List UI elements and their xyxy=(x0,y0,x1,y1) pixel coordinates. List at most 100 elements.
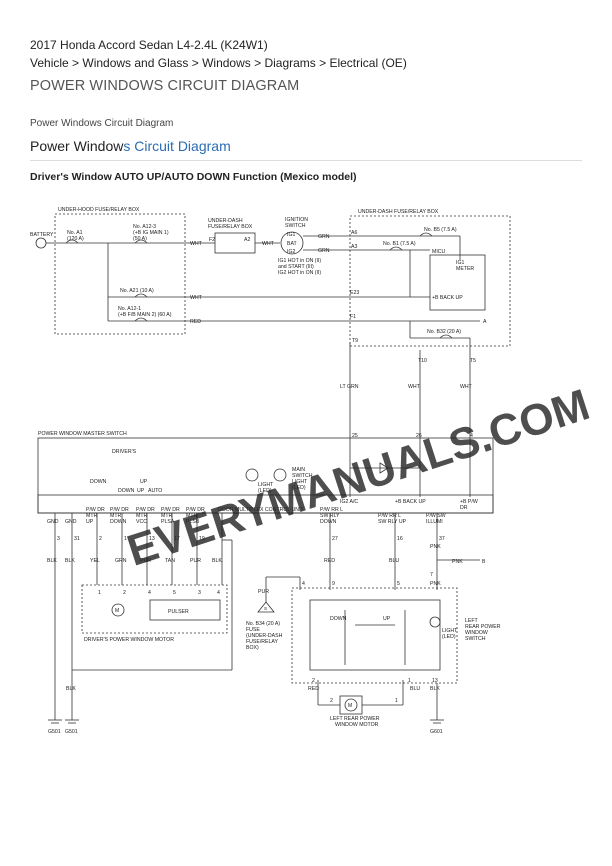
label-pur-1: PUR xyxy=(140,558,151,564)
watermark: EVERYMANUALS.COM xyxy=(121,380,595,576)
diagram-labels: BATTERY UNDER-HOOD FUSE/RELAY BOX No. A1… xyxy=(30,207,501,735)
label-dmcu: DOOR MULTIPLEX CONTROL UNIT xyxy=(218,507,304,513)
label-ig-note2: and START (III) xyxy=(278,264,314,270)
label-f2: F2 xyxy=(209,237,215,243)
label-b-pw-dr-b: DR xyxy=(460,505,468,511)
label-fuse-b34-a: No. B34 (20 A) xyxy=(246,621,280,627)
label-pin4-d: 4 xyxy=(302,581,305,587)
label-light-a: LIGHT xyxy=(258,482,274,488)
label-illumi-b: ILLUMI xyxy=(426,519,443,525)
label-drivers: DRIVER'S xyxy=(112,449,137,455)
label-wht-5: WHT xyxy=(460,384,473,390)
label-pin13-b: 13 xyxy=(432,678,438,684)
label-fuse-a12-3a: No. A12-3 xyxy=(133,224,156,230)
label-pin26: 26 xyxy=(416,433,422,439)
light-led-symbol xyxy=(245,468,259,482)
label-pw-up-a: P/W DR xyxy=(86,507,105,513)
label-pin25: 25 xyxy=(352,433,358,439)
circuit-diagram: BATTERY UNDER-HOOD FUSE/RELAY BOX No. A1… xyxy=(30,207,595,735)
label-lr-motor-b: WINDOW MOTOR xyxy=(335,722,379,728)
label-wht-4: WHT xyxy=(408,384,421,390)
breadcrumb[interactable]: Vehicle > Windows and Glass > Windows > … xyxy=(30,56,407,70)
label-pin7: 7 xyxy=(430,572,433,578)
label-pw-vcc-a: P/W DR xyxy=(136,507,155,513)
label-wht-1: WHT xyxy=(190,241,203,247)
label-drv-motor: DRIVER'S POWER WINDOW MOTOR xyxy=(84,637,174,643)
label-light-b: (LED) xyxy=(258,488,272,494)
label-pin19: 19 xyxy=(199,536,205,542)
label-grn-3: GRN xyxy=(115,558,127,564)
label-underdash-b: FUSE/RELAY BOX xyxy=(208,224,253,230)
label-fuse-b34-c: (UNDER-DASH xyxy=(246,633,283,639)
label-fuse-a12-3b: (+B IG MAIN 1) xyxy=(133,230,169,236)
ignition-switch-symbol xyxy=(280,231,304,255)
label-pulser: PULSER xyxy=(168,609,189,615)
label-underdash-box2: UNDER-DASH FUSE/RELAY BOX xyxy=(358,209,439,215)
label-fuse-a12-1a: No. A12-1 xyxy=(118,306,141,312)
underdash-box-large xyxy=(349,215,511,347)
label-pur-2: PUR xyxy=(190,558,201,564)
label-t5: T5 xyxy=(470,358,476,364)
label-b: B xyxy=(482,559,486,565)
label-pnk-1: PNK xyxy=(430,544,441,550)
label-pw-vcc-b: MTR xyxy=(136,513,147,519)
left-rear-switch-inner xyxy=(309,599,441,671)
label-pw-vcc-c: VCC xyxy=(136,519,147,525)
label-illumi-a: P/W SW xyxy=(426,513,446,519)
label-up-1: UP xyxy=(140,479,148,485)
label-fuse-b34-d: FUSE/RELAY xyxy=(246,639,278,645)
label-rr-up-b: SW RLY UP xyxy=(378,519,407,525)
label-yel: YEL xyxy=(90,558,100,564)
label-pw-down-a: P/W DR xyxy=(110,507,129,513)
label-pin1-b: 1 xyxy=(98,590,101,596)
lr-motor-box xyxy=(339,695,363,715)
label-pw-up-b: MTR xyxy=(86,513,97,519)
label-ig-note3: IG2 HOT in ON (II) xyxy=(278,270,321,276)
label-fuse-b34-e: BOX) xyxy=(246,645,259,651)
label-fuse-b1: No. B1 (7.5 A) xyxy=(383,241,416,247)
label-pnk-2: PNK xyxy=(452,559,463,565)
label-pin13: 13 xyxy=(149,536,155,542)
drivers-motor-box xyxy=(81,584,228,634)
label-lr-motor-a: LEFT REAR POWER xyxy=(330,716,380,722)
label-blu-1: BLU xyxy=(389,558,399,564)
label-pin2-d: 2 xyxy=(330,698,333,704)
label-pw-plsa-a: P/W DR xyxy=(161,507,180,513)
master-switch-connector-row xyxy=(37,494,494,514)
label-blk-4: BLK xyxy=(430,686,440,692)
label-pin2-a: 2 xyxy=(99,536,102,542)
document-title: 2017 Honda Accord Sedan L4-2.4L (K24W1) xyxy=(30,38,268,52)
label-ig1: IG1 xyxy=(287,232,295,238)
label-pin5-b: 5 xyxy=(173,590,176,596)
label-pin4-c: 4 xyxy=(217,590,220,596)
label-m-1: M xyxy=(115,608,119,614)
label-down-1: DOWN xyxy=(90,479,107,485)
label-e23: E23 xyxy=(350,290,359,296)
label-pin4-b: 4 xyxy=(148,590,151,596)
label-blk-5: BLK xyxy=(66,686,76,692)
label-pin16: 16 xyxy=(397,536,403,542)
label-b-back-up: +B BACK UP xyxy=(432,295,463,301)
label-ig2-ac: IG2 A/C xyxy=(340,499,358,505)
underhood-box-outline xyxy=(54,213,186,335)
label-pin1-c: 1 xyxy=(408,678,411,684)
label-main-sw-b: SWITCH xyxy=(292,473,313,479)
label-s: S xyxy=(264,606,267,611)
label-fuse-a12-3c: (50 A) xyxy=(133,236,147,242)
label-pin27: 27 xyxy=(332,536,338,542)
label-red-1: RED xyxy=(190,319,201,325)
light-lr-symbol xyxy=(429,616,441,628)
label-g501-2: G501 xyxy=(65,729,78,735)
label-pnk-3: PNK xyxy=(430,581,441,587)
label-b-pw-dr-a: +B P/W xyxy=(460,499,478,505)
label-fuse-b32: No. B32 (20 A) xyxy=(427,329,461,335)
label-t9: T9 xyxy=(352,338,358,344)
label-gnd-2: GND xyxy=(65,519,77,525)
label-rr-up-a: P/W RR L xyxy=(378,513,401,519)
label-fuse-a1: No. A1 xyxy=(67,230,83,236)
label-pin3-b: 3 xyxy=(198,590,201,596)
label-pin3-a: 3 xyxy=(57,536,60,542)
main-switch-light-symbol xyxy=(273,468,287,482)
label-light-lr-b: (LED) xyxy=(442,634,456,640)
label-auto: AUTO xyxy=(148,488,162,494)
